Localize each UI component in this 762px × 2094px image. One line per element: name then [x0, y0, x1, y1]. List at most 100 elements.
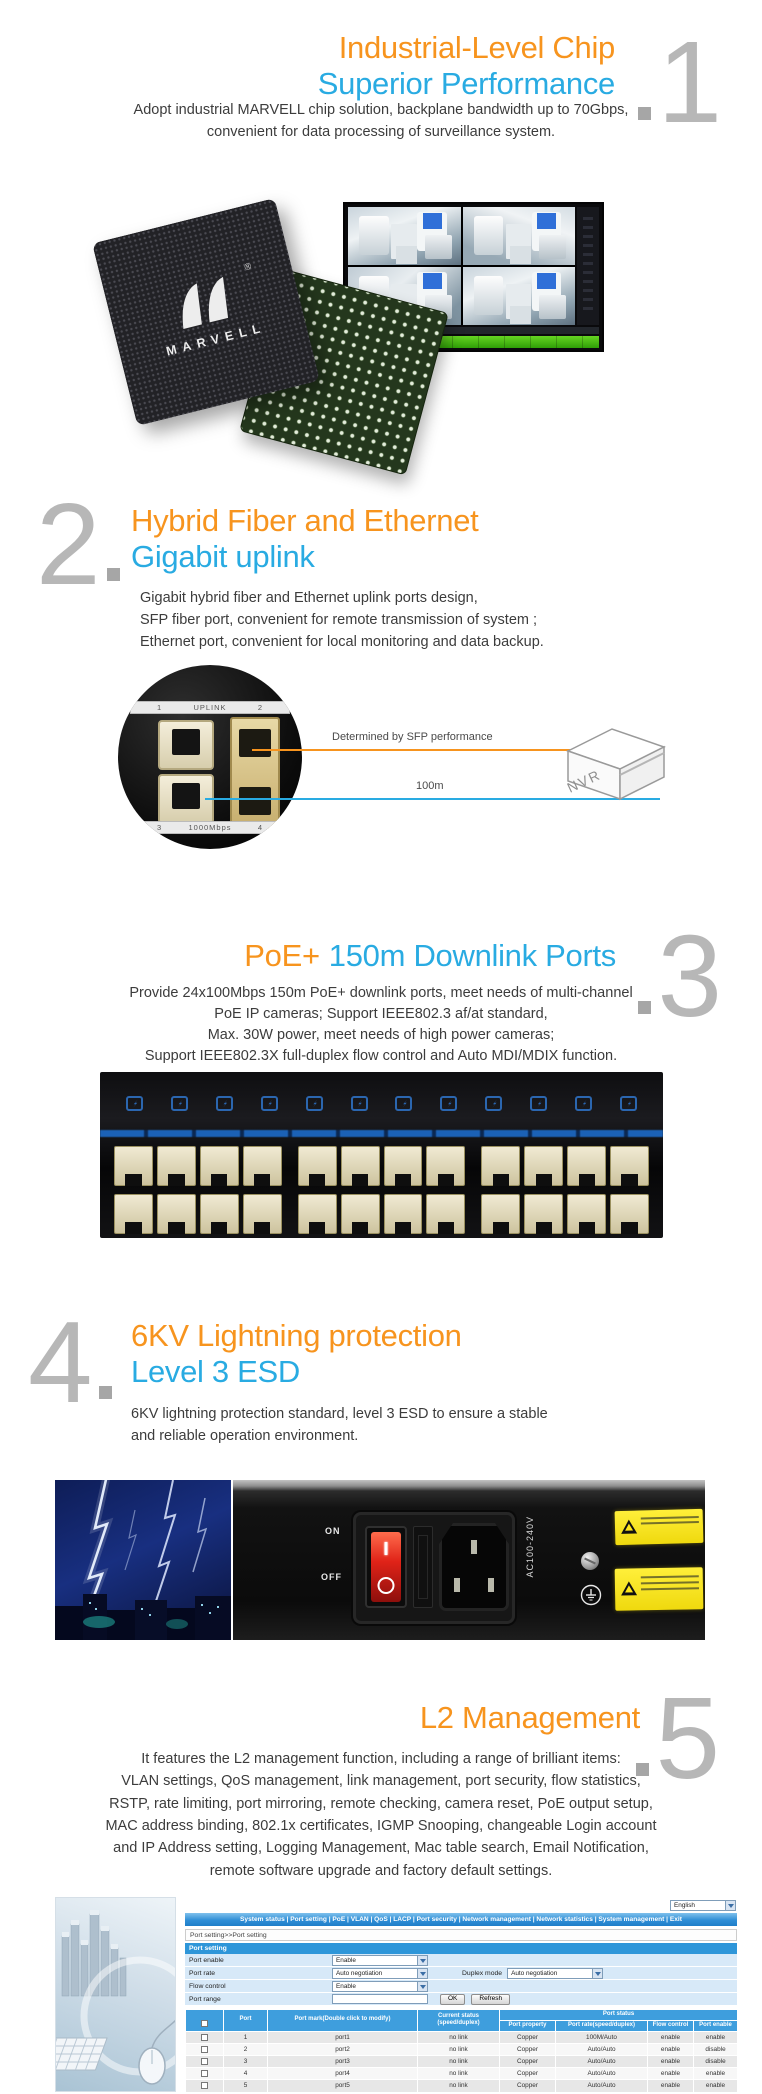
row-checkbox[interactable] [201, 2045, 208, 2053]
ok-button[interactable]: OK [440, 1993, 466, 2005]
port-rate-select[interactable]: Auto negotiation [332, 1967, 428, 1979]
table-cell: Copper [499, 2079, 556, 2093]
rj45-port [156, 1194, 196, 1234]
rj45-port [524, 1194, 564, 1234]
rj45-port [524, 1146, 564, 1186]
port-mark-cell[interactable]: port3 [267, 2054, 418, 2069]
poe-icon [619, 1096, 637, 1111]
registered-mark: ® [243, 260, 253, 272]
rj45-port [567, 1194, 607, 1234]
select-all-checkbox[interactable] [201, 2019, 208, 2027]
marvell-chip-photo: ® MARVELL [92, 198, 320, 426]
poe-icon-row [126, 1096, 637, 1111]
nvr-box-icon: NVR [565, 728, 666, 801]
rj45-port [340, 1194, 380, 1234]
section2-visual: 1 UPLINK 2 3 1000Mbps 4 Determined by SF… [0, 665, 762, 855]
warning-triangle-icon [620, 1519, 638, 1534]
port-row-bottom [114, 1194, 650, 1234]
rj45-port [114, 1194, 153, 1234]
port-enable-select[interactable]: Enable [332, 1954, 428, 1966]
port-mark-cell[interactable]: port5 [267, 2079, 418, 2093]
city-graphic [55, 1897, 176, 2092]
breadcrumb: Port setting>>Port setting [185, 1929, 737, 1941]
port-mark-cell[interactable]: port2 [267, 2042, 418, 2056]
rj45-uplink-port [158, 720, 214, 770]
duplex-mode-select[interactable]: Auto negotiation [507, 1967, 604, 1979]
col-port-mark: Port mark(Double click to modify) [267, 2009, 418, 2032]
sfp-callout-label: Determined by SFP performance [332, 731, 493, 743]
refresh-button[interactable]: Refresh [471, 1993, 511, 2005]
poe-icon [215, 1096, 233, 1111]
section4-number: 4 [28, 1304, 118, 1420]
section2-title-line1: Hybrid Fiber and Ethernet [131, 503, 479, 538]
table-cell: Auto/Auto [555, 2079, 648, 2093]
row-checkbox[interactable] [201, 2057, 208, 2065]
table-cell: disable [692, 2042, 739, 2056]
table-cell: Auto/Auto [555, 2067, 648, 2081]
poe-icon [530, 1096, 548, 1111]
rj45-port [156, 1146, 196, 1186]
port-range-input[interactable] [332, 1994, 428, 2004]
switch-on-label: ON [325, 1526, 341, 1536]
ethernet-callout-label: 100m [416, 780, 444, 792]
section2-body: Gigabit hybrid fiber and Ethernet uplink… [140, 590, 544, 650]
chevron-down-icon [592, 1968, 603, 1978]
flow-control-select[interactable]: Enable [332, 1980, 428, 1992]
table-cell: disable [692, 2054, 739, 2069]
poe-switch-photo [100, 1072, 663, 1238]
table-cell: no link [417, 2042, 500, 2056]
socket-pin [488, 1578, 494, 1592]
number-dot [636, 1762, 650, 1776]
row-checkbox[interactable] [201, 2033, 208, 2041]
ground-symbol-icon [580, 1584, 602, 1606]
section1-visual: ® MARVELL [0, 198, 762, 476]
port-row-top [114, 1146, 650, 1186]
port-mark-cell[interactable]: port1 [267, 2030, 418, 2044]
col-flow-control: Flow control [647, 2019, 694, 2032]
table-cell: 5 [223, 2079, 268, 2093]
camera-view [462, 267, 575, 325]
number-dot [106, 567, 120, 581]
col-port: Port [223, 2009, 268, 2032]
row-checkbox[interactable] [201, 2082, 208, 2090]
section1-title-line2: Superior Performance [317, 65, 616, 101]
socket-pin [454, 1578, 460, 1592]
poe-icon [485, 1096, 503, 1111]
rocker-button [371, 1532, 401, 1602]
col-port-property: Port property [499, 2019, 556, 2032]
form-row-port-enable: Port enable Enable [185, 1954, 737, 1967]
section1-title-line1: Industrial-Level Chip [338, 30, 616, 65]
nav-bar[interactable]: System status | Port setting | PoE | VLA… [185, 1913, 737, 1926]
iec-power-socket [439, 1523, 509, 1611]
section1-body: Adopt industrial MARVELL chip solution, … [133, 102, 629, 140]
monitor-sidebar [577, 207, 599, 325]
rj45-port [481, 1194, 521, 1234]
language-select[interactable]: English [670, 1900, 736, 1911]
table-cell: Copper [499, 2067, 556, 2081]
management-screenshot: English System status | Port setting | P… [185, 1900, 739, 2093]
poe-icon [126, 1096, 143, 1111]
port-mark-cell[interactable]: port4 [267, 2067, 418, 2081]
section2-title: Hybrid Fiber and Ethernet Gigabit uplink [131, 503, 479, 575]
section4-title-line1: 6KV Lightning protection [131, 1318, 462, 1353]
power-rocker-switch [365, 1526, 407, 1608]
camera-view [462, 207, 575, 265]
camera-view [348, 207, 461, 265]
table-cell: 3 [223, 2054, 268, 2069]
rj45-port [610, 1146, 650, 1186]
rj45-port [340, 1146, 380, 1186]
row-checkbox[interactable] [201, 2070, 208, 2078]
table-cell: Copper [499, 2042, 556, 2056]
section5-title: L2 Management [419, 1700, 640, 1735]
select-all-header [185, 2009, 224, 2032]
table-cell: 4 [223, 2067, 268, 2081]
panel-title: Port setting [185, 1943, 737, 1954]
fuse-holder [413, 1526, 433, 1608]
table-cell: no link [417, 2079, 500, 2093]
section2-title-line2: Gigabit uplink [131, 538, 315, 574]
chevron-down-icon [417, 1955, 427, 1965]
col-port-rate: Port rate(speed/duplex) [555, 2019, 648, 2032]
rj45-port [481, 1146, 521, 1186]
